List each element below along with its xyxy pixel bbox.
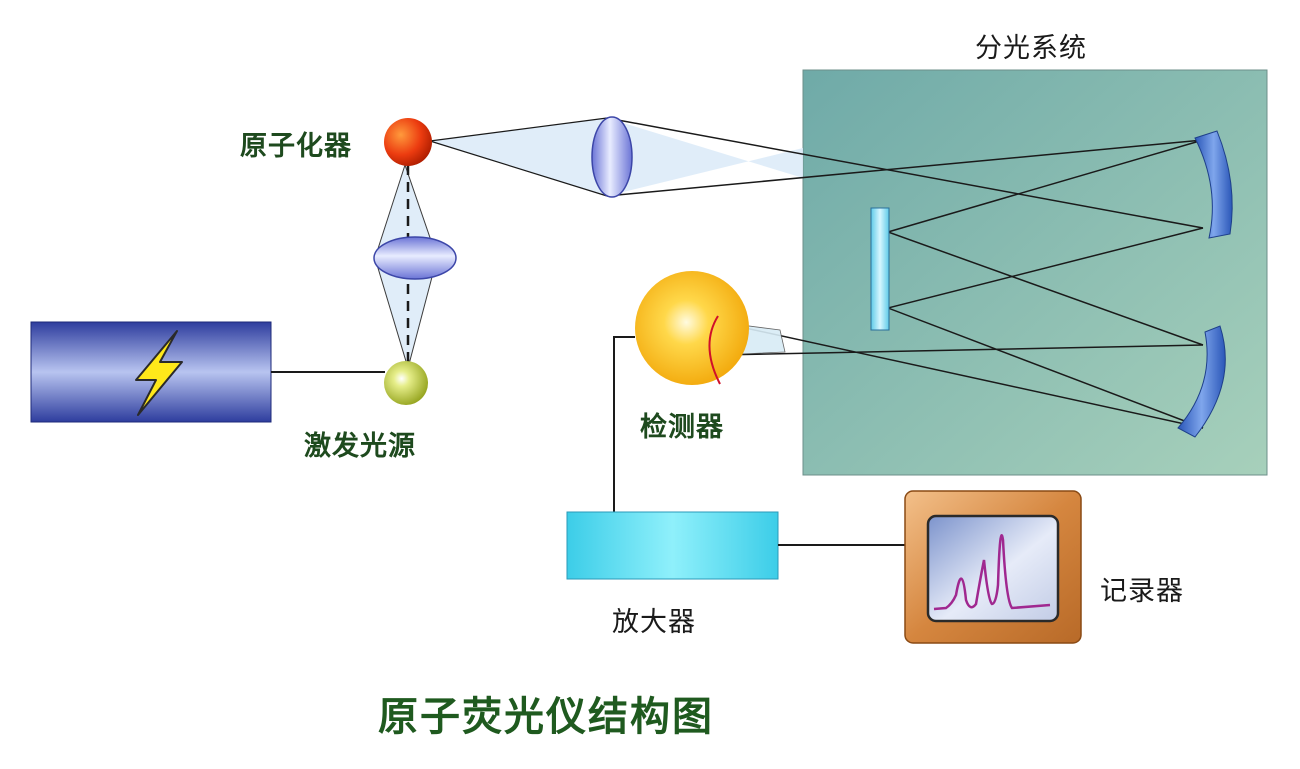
beam-edge: [429, 140, 608, 197]
atomizer-label: 原子化器: [240, 131, 352, 162]
spectro-system-label: 分光系统: [975, 33, 1087, 64]
grating: [870, 207, 890, 331]
atomizer-sphere: [384, 118, 432, 166]
excitation-source-sphere: [384, 361, 428, 405]
diagram-title: 原子荧光仪结构图: [378, 694, 714, 740]
lightning-bolt-icon: [135, 330, 183, 416]
focusing-lens: [591, 116, 633, 198]
recorder-label: 记录器: [1100, 576, 1184, 607]
beam-lens-to-spectro: [607, 118, 803, 196]
beam-atomizer-to-lens: [430, 118, 607, 196]
condenser-lens: [373, 236, 457, 280]
optical-rays: [606, 117, 1204, 429]
detector-label: 检测器: [640, 412, 724, 443]
detector-sphere: [635, 271, 749, 385]
beam-edge: [429, 117, 608, 142]
lower-concave-mirror: [1177, 325, 1226, 438]
recorder-trace: [933, 534, 1051, 611]
recorder-screen: [926, 514, 1060, 623]
wire-detector-to-amplifier: [613, 336, 635, 512]
excitation-source-label: 激发光源: [304, 431, 416, 462]
upper-concave-mirror: [1194, 130, 1233, 239]
amplifier-label: 放大器: [612, 607, 696, 638]
amplifier-box: [566, 511, 779, 580]
detector-window: [708, 315, 721, 385]
